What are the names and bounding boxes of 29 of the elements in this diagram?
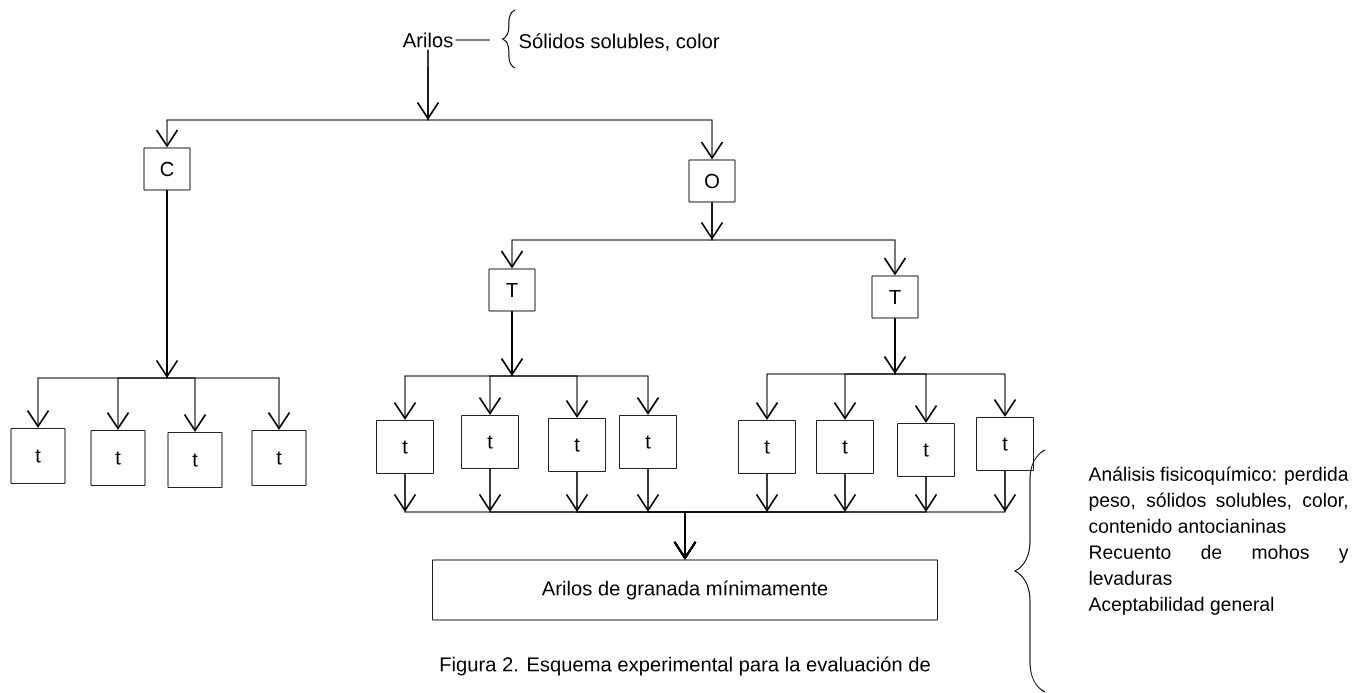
arrow	[700, 201, 724, 240]
node-text: Arilos	[402, 32, 453, 48]
process-box: t	[738, 420, 796, 474]
process-box: T	[871, 275, 919, 319]
process-box: t	[376, 420, 434, 474]
arrow	[883, 317, 907, 374]
arrow	[427, 49, 724, 160]
process-box: O	[688, 159, 736, 203]
process-box: C	[143, 147, 191, 191]
process-box: t	[461, 415, 519, 469]
arrow	[500, 310, 524, 376]
process-box: t	[619, 415, 677, 469]
process-box: t	[548, 418, 606, 472]
arrow	[155, 189, 179, 378]
process-box: t	[251, 430, 307, 486]
process-box: T	[488, 268, 536, 312]
process-box: Arilos de granada mínimamente	[432, 559, 938, 621]
caption: Figura 2. Esquema experimental para la evaluación de	[440, 656, 930, 676]
process-box: t	[90, 430, 146, 486]
process-box: t	[976, 417, 1034, 471]
note-text: Análisis fisicoquímico: perdida peso, sólidos solubles, color, contenido antocianinas	[1088, 466, 1349, 533]
note-text: Recuento de mohos y levaduras	[1089, 544, 1349, 585]
process-box: t	[897, 423, 955, 477]
note-text: Aceptabilidad general	[1088, 596, 1274, 615]
arrow	[416, 66, 440, 120]
side-note: Sólidos solubles, color	[519, 33, 720, 51]
process-box: t	[167, 432, 223, 488]
process-box: t	[816, 420, 874, 474]
process-box: t	[10, 428, 66, 484]
